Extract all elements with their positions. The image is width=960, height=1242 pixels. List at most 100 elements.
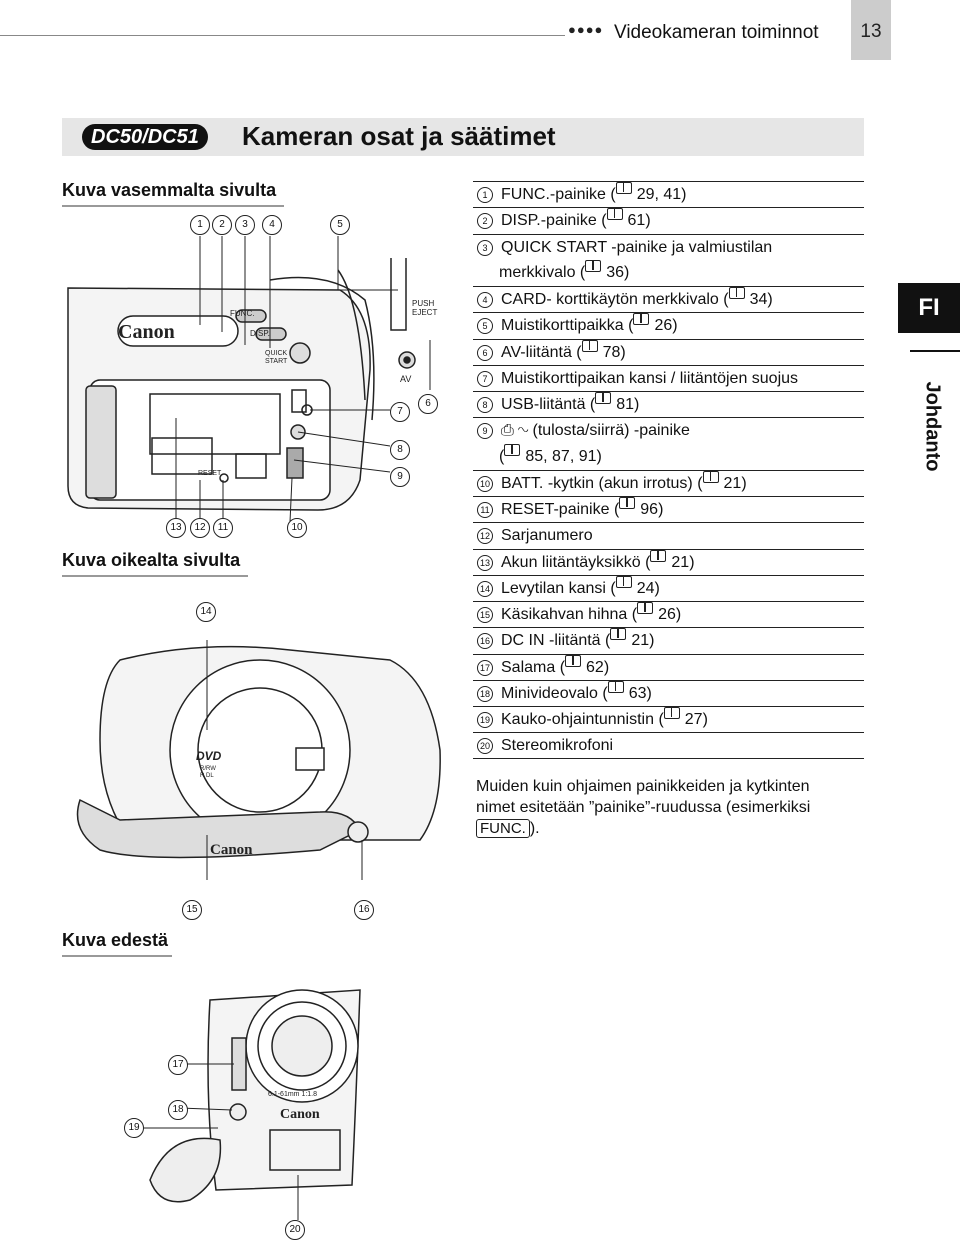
callout-8: 8 (390, 440, 410, 460)
callout-4: 4 (262, 215, 282, 235)
callout-19: 19 (124, 1118, 144, 1138)
item-text: RESET-painike ( (501, 501, 620, 518)
note-paragraph: Muiden kuin ohjaimen painikkeiden ja kyt… (476, 776, 866, 839)
item-text: DC IN -liitäntä ( (501, 632, 611, 650)
item-number: 6 (477, 344, 493, 361)
item-number: 13 (477, 554, 493, 571)
chapter-rule (910, 350, 960, 352)
note-tail: ). (529, 820, 540, 837)
brand-logo-left: Canon (118, 321, 175, 343)
item-number: 2 (477, 213, 493, 230)
item-ref: 21) (671, 553, 695, 571)
item-number: 5 (477, 318, 493, 335)
book-icon (615, 575, 632, 588)
book-icon (619, 497, 636, 509)
item-ref: 96) (640, 501, 664, 518)
chapter-label: Johdanto (921, 381, 944, 472)
item-ref: 34) (749, 291, 773, 308)
item-text: FUNC.-painike ( (501, 186, 616, 203)
callout-1: 1 (190, 215, 210, 235)
book-icon (615, 182, 632, 194)
item-number: 14 (477, 580, 493, 597)
item-number: 18 (477, 685, 493, 702)
item-number: 3 (477, 239, 493, 256)
label-push: PUSH (412, 299, 434, 308)
callout-6: 6 (418, 394, 438, 414)
callout-7: 7 (390, 402, 410, 422)
item-number: 12 (477, 528, 493, 545)
book-icon (595, 392, 612, 404)
callout-17: 17 (168, 1055, 188, 1075)
item-ref: 62) (586, 658, 610, 676)
camera-left-side-figure: Canon FUNC. DISP. QUICK START RESET AV P… (67, 236, 437, 523)
item-number: 17 (477, 659, 493, 676)
list-item: 9⎙ ∿ (tulosta/siirrä) -painike (473, 417, 864, 443)
callout-3: 3 (235, 215, 255, 235)
lens-spec: 6.1-61mm 1:1.8 (268, 1091, 317, 1098)
callout-15: 15 (182, 900, 202, 920)
label-reset: RESET (198, 470, 222, 477)
item-number: 15 (477, 607, 493, 623)
item-text: AV-liitäntä ( (501, 343, 582, 361)
book-icon (702, 470, 719, 483)
item-text: Käsikahvan hihna ( (501, 606, 638, 623)
label-quick: QUICK (265, 350, 288, 357)
list-item: 1 FUNC.-painike ( 29, 41) (473, 181, 864, 207)
item-ref: 63) (628, 684, 652, 702)
item-ref: 29, 41) (636, 186, 687, 203)
item-ref: 27) (684, 711, 708, 728)
label-disp: DISP. (250, 329, 270, 338)
brand-logo-strap: Canon (210, 842, 253, 858)
callout-13: 13 (166, 518, 186, 538)
item-ref: 78) (602, 343, 626, 361)
header-dots: ●●●● (568, 22, 604, 37)
item-ref: 81) (616, 396, 640, 413)
book-icon (606, 208, 623, 221)
item-number: 7 (477, 370, 493, 387)
callout-5: 5 (330, 215, 350, 235)
item-number: 1 (477, 187, 493, 203)
book-icon (637, 602, 654, 614)
item-ref: 26) (654, 317, 678, 335)
item-text: ( (499, 447, 505, 465)
section-left-view: Kuva vasemmalta sivulta (62, 180, 284, 207)
list-item: 12 Sarjanumero (473, 522, 864, 548)
item-ref: 36) (606, 263, 630, 281)
book-icon (607, 680, 624, 693)
item-text: Stereomikrofoni (501, 737, 614, 755)
book-icon (585, 259, 602, 272)
func-key-example: FUNC. (476, 819, 530, 838)
book-icon (565, 654, 582, 667)
running-header-title: Videokameran toiminnot (614, 22, 819, 43)
item-text: QUICK START -painike ja valmiustilan (501, 238, 773, 256)
item-text: Levytilan kansi ( (501, 579, 616, 597)
note-line-2: nimet esitetään ”painike”-ruudussa (esim… (476, 799, 811, 816)
list-item: 15 Käsikahvan hihna ( 26) (473, 601, 864, 627)
model-badge: DC50/DC51 (82, 124, 208, 150)
book-icon (633, 313, 650, 326)
item-text: BATT. -kytkin (akun irrotus) ( (501, 474, 703, 492)
item-text: Sarjanumero (501, 527, 593, 545)
section-right-view: Kuva oikealta sivulta (62, 550, 248, 577)
language-tab: FI (898, 283, 960, 333)
page-title: Kameran osat ja säätimet (242, 121, 556, 151)
note-line-1: Muiden kuin ohjaimen painikkeiden ja kyt… (476, 778, 810, 795)
item-text: ⎙ ∿ (tulosta/siirrä) -painike (501, 422, 690, 440)
label-av: AV (400, 374, 411, 384)
item-ref: 61) (627, 212, 651, 230)
item-number: 10 (477, 475, 493, 492)
book-icon (663, 707, 680, 719)
book-icon (610, 628, 627, 641)
item-ref: 26) (658, 606, 682, 623)
